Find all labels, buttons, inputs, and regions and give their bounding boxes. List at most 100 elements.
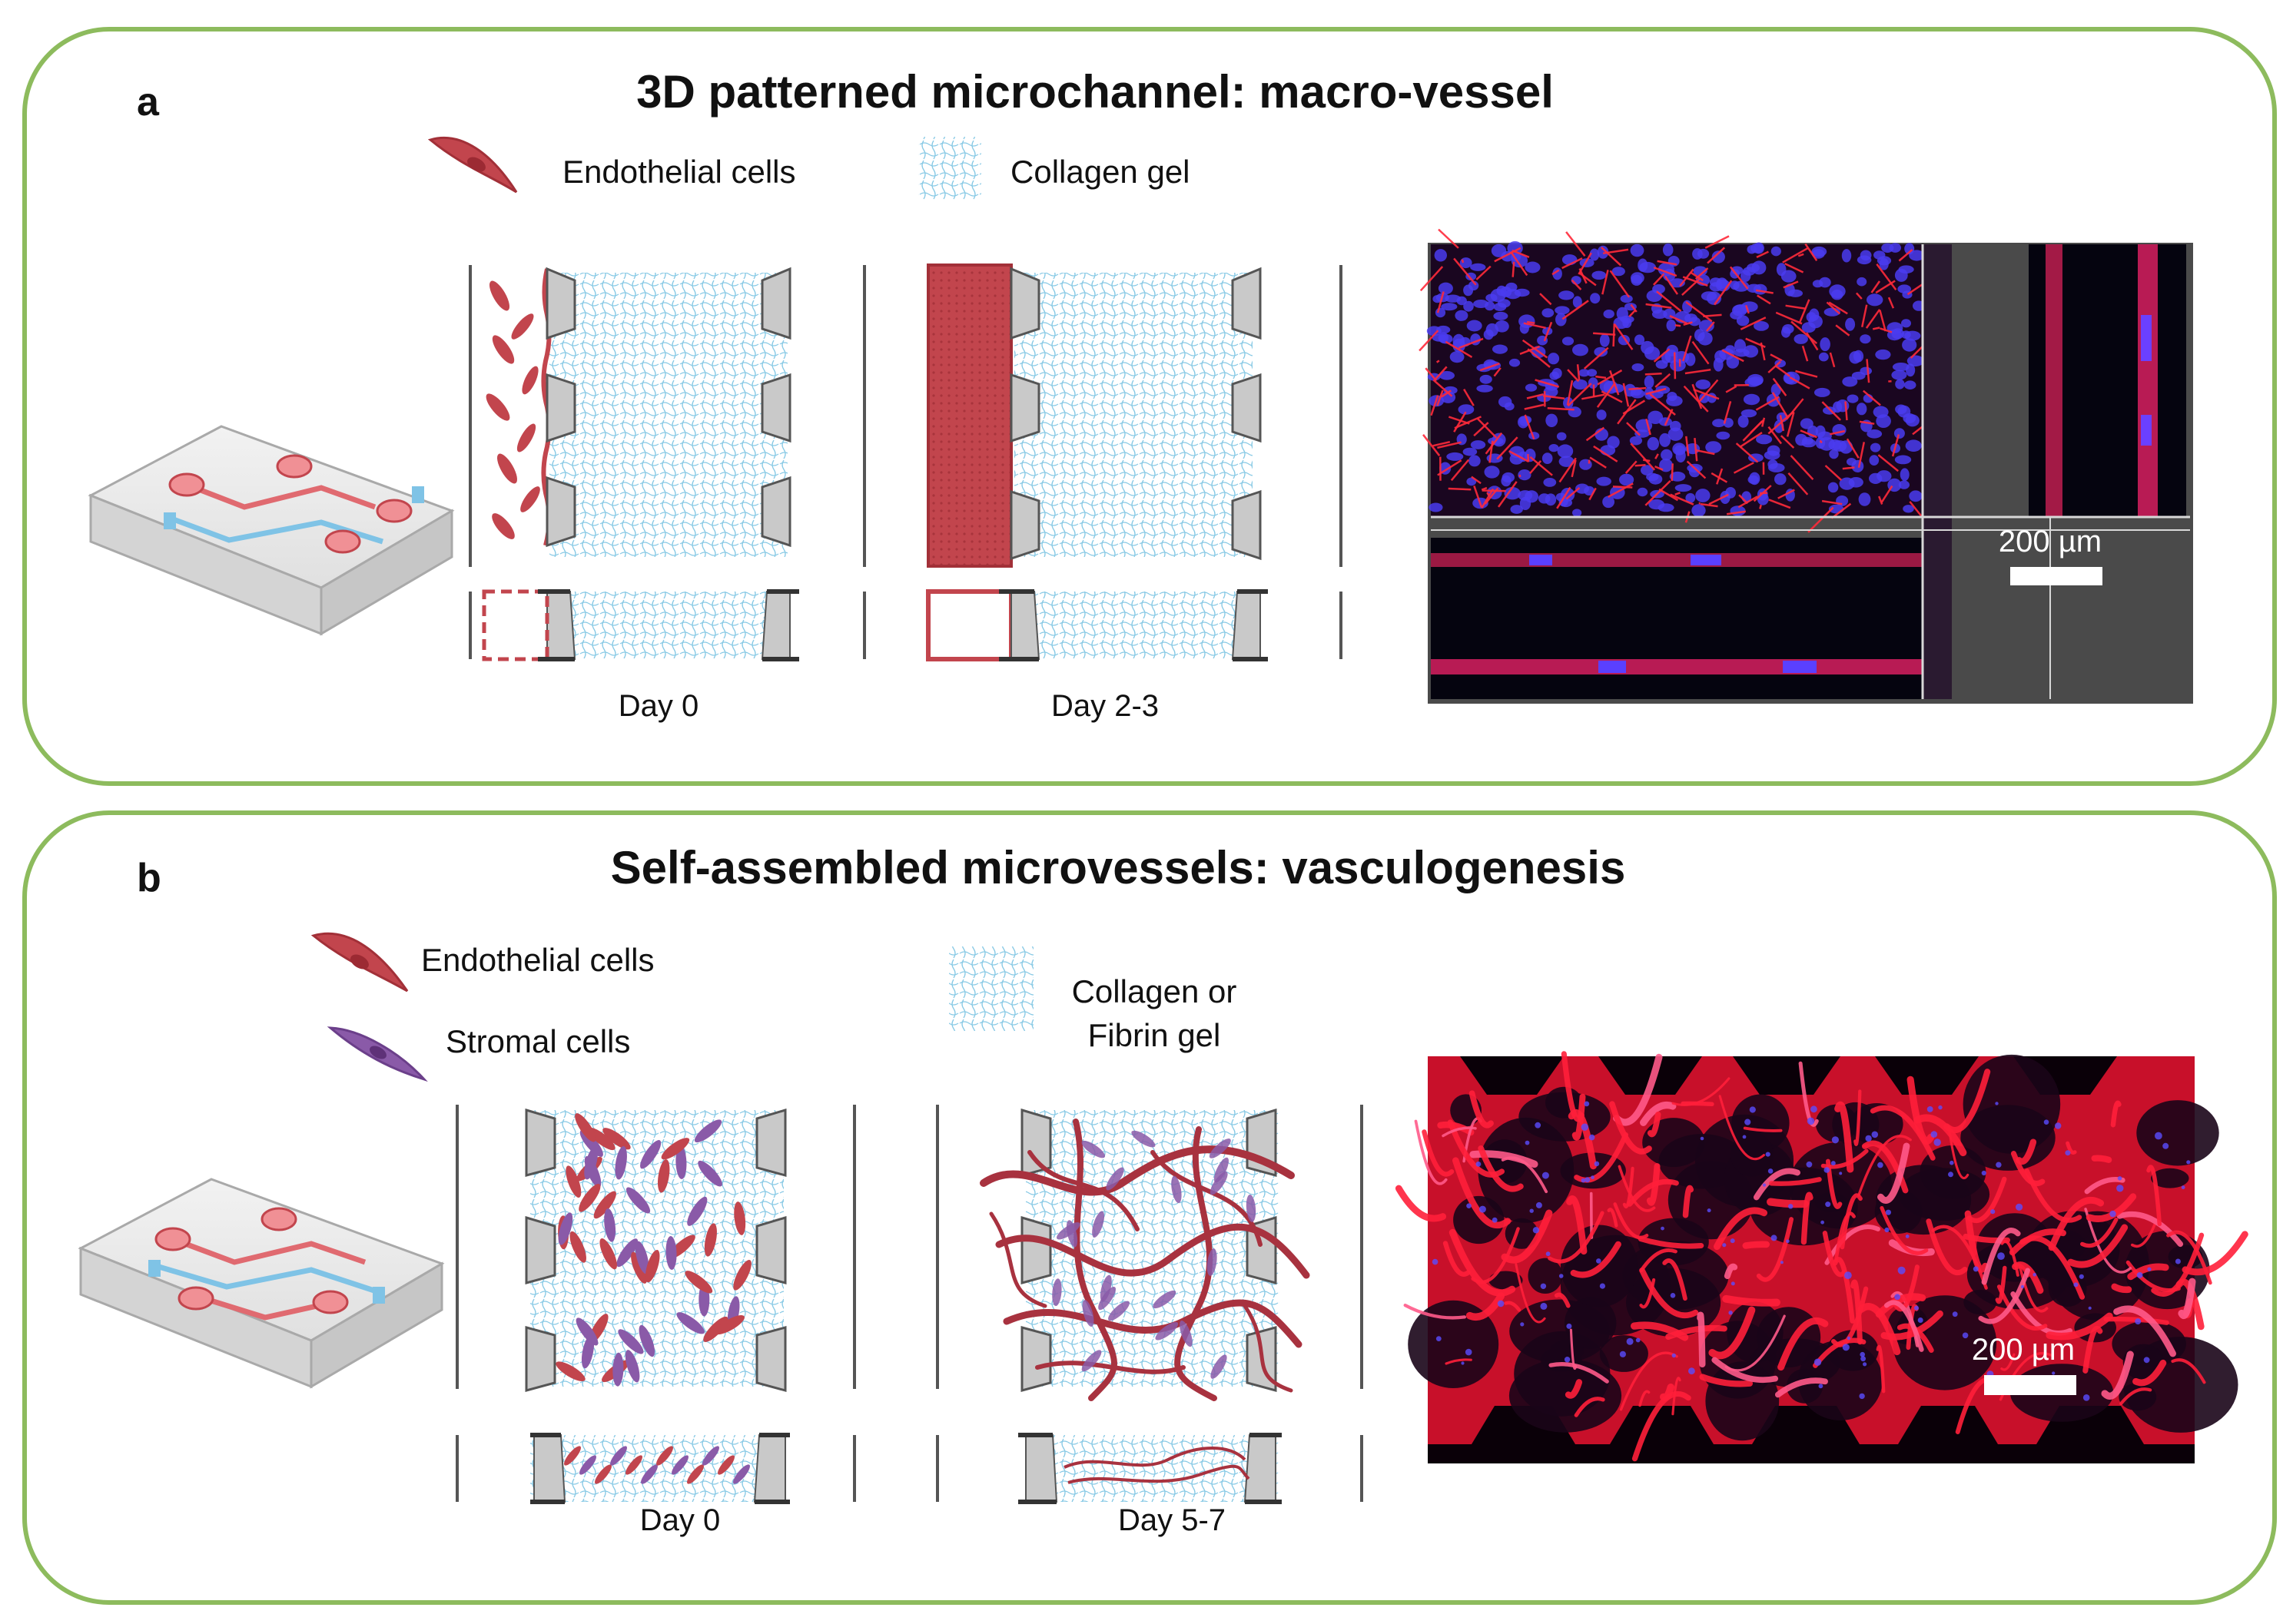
vessel-mark	[1569, 1328, 1578, 1370]
stromal-cell-mark	[1206, 1248, 1217, 1276]
vessel-mark	[1609, 1101, 1652, 1155]
actin-mark	[1725, 385, 1737, 393]
endothelial-cell-mark	[579, 1184, 601, 1212]
nucleus-mark	[1692, 248, 1703, 260]
vessel-mark	[1671, 1377, 1681, 1416]
actin-mark	[1593, 332, 1616, 336]
vessel-mark	[1777, 1317, 1829, 1371]
vessel-mark	[2067, 1224, 2129, 1268]
nucleus-mark	[1561, 336, 1575, 346]
stromal-cell-mark	[1180, 1321, 1193, 1347]
nucleus-mark	[1588, 377, 1598, 389]
lumen-mark	[1528, 1258, 1563, 1294]
stromal-cell-mark	[1106, 1167, 1124, 1191]
stromal-cell-mark	[1098, 1286, 1117, 1311]
actin-mark	[1630, 442, 1656, 471]
actin-mark	[1527, 320, 1535, 324]
nucleus-mark	[1711, 250, 1725, 263]
nucleus-mark	[1461, 1361, 1465, 1365]
nucleus-mark	[2020, 1284, 2025, 1289]
actin-mark	[1693, 388, 1720, 400]
nucleus-mark	[2117, 1176, 2122, 1181]
nucleus-mark	[2147, 1267, 2152, 1271]
nucleus-mark	[1525, 1140, 1530, 1145]
vessel-mark	[1800, 1191, 1813, 1245]
endothelial-cell-mark	[685, 1271, 713, 1294]
nucleus-mark	[1722, 1243, 1727, 1248]
panel-a-letter: a	[137, 80, 160, 124]
actin-mark	[1819, 439, 1823, 444]
vessel-mark	[1548, 1362, 1609, 1384]
actin-mark	[1596, 382, 1616, 408]
lumen-mark	[1757, 1307, 1821, 1367]
actin-mark	[1682, 276, 1708, 287]
stromal-cell-mark	[1246, 1194, 1256, 1222]
actin-mark	[1425, 367, 1438, 382]
nucleus-mark	[1674, 445, 1686, 456]
stromal-cell-mark	[639, 1324, 655, 1357]
lumen-mark	[1920, 1145, 1986, 1199]
nucleus-mark	[1629, 436, 1642, 446]
nucleus-mark	[1997, 1252, 2005, 1260]
actin-mark	[1860, 304, 1868, 327]
actin-mark	[1756, 250, 1769, 259]
actin-mark	[1588, 487, 1597, 501]
nucleus-mark	[1532, 1227, 1540, 1234]
nucleus-mark	[1842, 376, 1858, 387]
actin-mark	[1757, 294, 1771, 305]
actin-mark	[1441, 389, 1452, 398]
nucleus-mark	[1757, 492, 1769, 505]
vessel-mark	[1403, 1303, 1467, 1320]
actin-mark	[1691, 340, 1710, 365]
vessel-mark	[2119, 1387, 2152, 1406]
nucleus-mark	[1917, 1317, 1923, 1323]
nucleus-mark	[2135, 1318, 2142, 1325]
endothelial-cell-mark	[656, 1446, 673, 1466]
actin-mark	[1772, 377, 1787, 396]
nucleus-mark	[1860, 334, 1871, 344]
vessel-mark	[1943, 1069, 1991, 1134]
actin-mark	[1700, 502, 1718, 508]
nucleus-mark	[1938, 1105, 1943, 1110]
actin-mark	[1835, 324, 1850, 336]
nucleus-mark	[1479, 374, 1492, 384]
legend-endothelial-b: Endothelial cells	[310, 932, 655, 993]
nucleus-mark	[1438, 332, 1449, 343]
nucleus-mark	[1659, 433, 1671, 447]
nucleus-mark	[1801, 322, 1816, 333]
nucleus-mark	[1493, 311, 1508, 320]
nucleus-mark	[2088, 1306, 2092, 1310]
nucleus-mark	[1857, 403, 1867, 416]
nucleus-mark	[2116, 1185, 2124, 1192]
vessel-mark	[1711, 1357, 1779, 1384]
actin-mark	[1609, 270, 1631, 298]
nucleus-mark	[2079, 1274, 2084, 1279]
nucleus-mark	[1596, 476, 1611, 486]
actin-mark	[1855, 292, 1863, 300]
endothelial-cell-mark	[566, 1165, 582, 1198]
nucleus-mark	[1641, 465, 1654, 476]
lumen-mark	[1565, 1297, 1617, 1349]
vessel-mark	[2019, 1235, 2086, 1300]
actin-mark	[1463, 388, 1475, 406]
vessel-mark	[1981, 1228, 2021, 1285]
actin-mark	[1561, 257, 1583, 270]
stromal-cell-mark	[626, 1187, 651, 1214]
actin-mark	[1436, 389, 1444, 406]
nucleus-mark	[2186, 1160, 2191, 1165]
vessel-mark	[1913, 1114, 1967, 1157]
actin-mark	[1862, 389, 1881, 406]
actin-mark	[1771, 392, 1789, 419]
vessel-mark	[2178, 1278, 2196, 1319]
nucleus-mark	[1599, 1283, 1605, 1289]
nucleus-mark	[1497, 299, 1511, 308]
actin-mark	[1866, 359, 1870, 383]
nucleus-mark	[1619, 473, 1634, 486]
nucleus-mark	[1754, 321, 1769, 331]
actin-mark	[1571, 459, 1577, 478]
actin-mark	[1601, 390, 1623, 403]
nucleus-mark	[1962, 1332, 1969, 1339]
actin-mark	[1690, 271, 1704, 282]
micrograph-a-cells	[1419, 228, 1932, 533]
